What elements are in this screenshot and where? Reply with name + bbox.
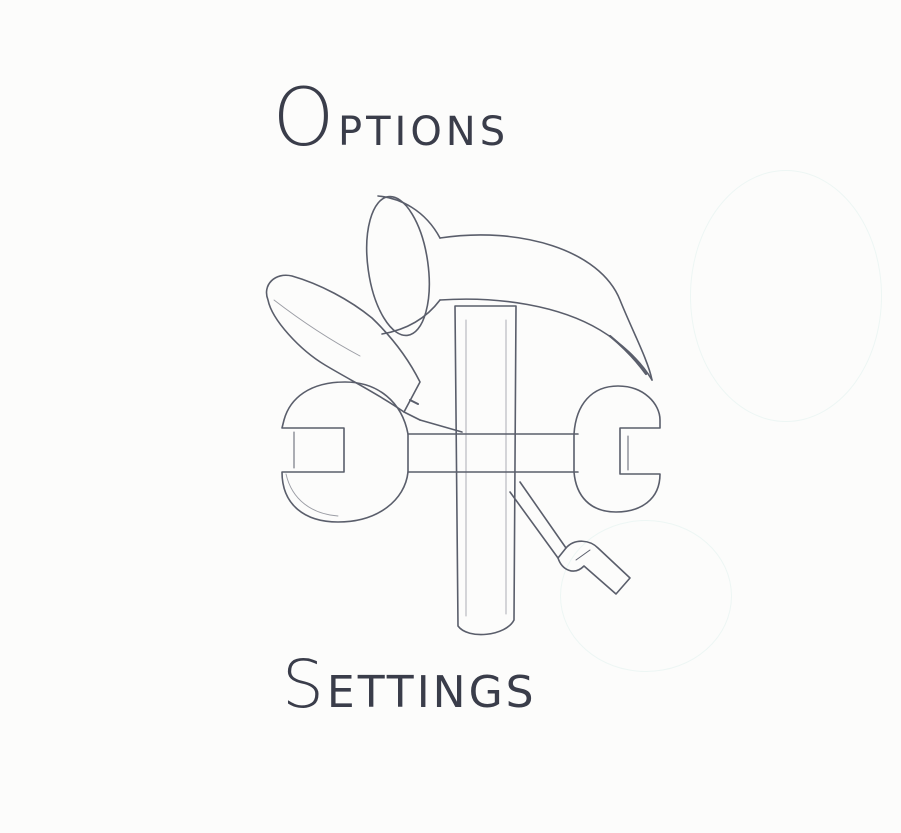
options-initial: O: [272, 71, 338, 164]
wrench: [281, 381, 661, 523]
paper-smudge: [690, 170, 882, 422]
hammer-wrench-screwdriver-icon: [265, 195, 661, 636]
screwdriver-shaft: [419, 419, 631, 595]
paper-smudge: [560, 520, 732, 672]
hammer-head: [365, 195, 653, 381]
settings-rest: ETTINGS: [326, 667, 537, 718]
settings-initial: S: [282, 646, 327, 723]
screwdriver-handle: [265, 274, 421, 421]
options-rest: PTIONS: [337, 109, 510, 155]
hammer-handle: [454, 305, 517, 636]
options-title: OPTIONS: [272, 78, 509, 158]
settings-title: SETTINGS: [282, 652, 537, 718]
